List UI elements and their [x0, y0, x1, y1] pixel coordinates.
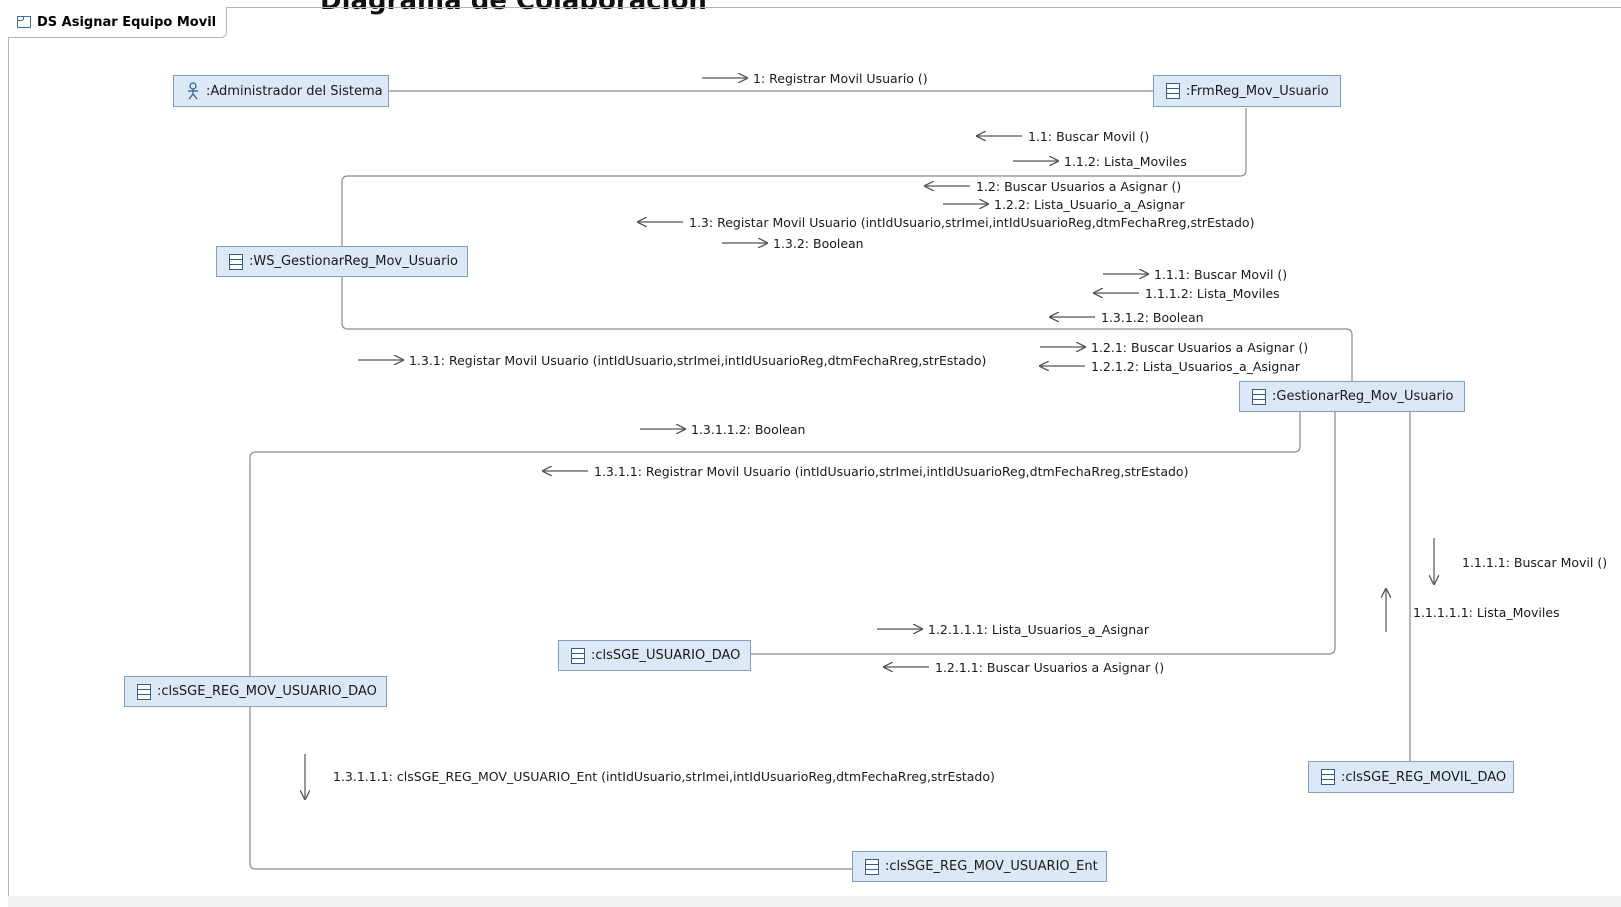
message-label-1-3-1-2[interactable]: 1.3.1.2: Boolean — [1101, 310, 1204, 325]
lifeline-label: :clsSGE_REG_MOV_USUARIO_Ent — [885, 859, 1098, 874]
link-regdao-ent — [249, 706, 852, 870]
lifeline-clssge-reg-mov-usuario-ent[interactable]: :clsSGE_REG_MOV_USUARIO_Ent — [852, 851, 1107, 882]
message-label-1-1-1-1[interactable]: 1.1.1.1: Buscar Movil () — [1462, 555, 1608, 570]
class-icon — [865, 858, 879, 875]
diagram-heading-fragment: Diagrama de Colaboración — [320, 0, 707, 16]
message-label-1-1-2[interactable]: 1.1.2: Lista_Moviles — [1064, 154, 1187, 169]
lifeline-label: :FrmReg_Mov_Usuario — [1186, 83, 1329, 99]
message-label-1-2-1[interactable]: 1.2.1: Buscar Usuarios a Asignar () — [1091, 340, 1309, 355]
lifeline-gestionarreg-mov-usuario[interactable]: :GestionarReg_Mov_Usuario — [1239, 381, 1465, 412]
message-label-1-3-1-1-2[interactable]: 1.3.1.1.2: Boolean — [691, 422, 806, 437]
message-label-1-2-2[interactable]: 1.2.2: Lista_Usuario_a_Asignar — [994, 197, 1185, 212]
class-icon — [229, 253, 243, 270]
message-label-1-3-1-1[interactable]: 1.3.1.1: Registrar Movil Usuario (intIdU… — [594, 464, 1189, 479]
message-label-1-1[interactable]: 1.1: Buscar Movil () — [1028, 129, 1150, 144]
class-icon — [1321, 769, 1335, 785]
diagram-frame — [8, 7, 1621, 907]
lifeline-label: :WS_GestionarReg_Mov_Usuario — [249, 254, 459, 269]
link-ws-gest — [341, 276, 1353, 381]
message-label-1-1-1[interactable]: 1.1.1: Buscar Movil () — [1154, 267, 1288, 282]
class-icon — [571, 647, 585, 664]
class-icon — [1166, 83, 1180, 99]
message-label-1-3-1[interactable]: 1.3.1: Registar Movil Usuario (intIdUsua… — [409, 353, 987, 368]
class-icon — [137, 683, 151, 700]
diagram-frame-tab[interactable]: DS Asignar Equipo Movil — [8, 7, 228, 38]
message-label-1-3-2[interactable]: 1.3.2: Boolean — [773, 236, 864, 251]
lifeline-label: :GestionarReg_Mov_Usuario — [1272, 389, 1454, 404]
lifeline-administrador-del-sistema[interactable]: :Administrador del Sistema — [173, 75, 389, 107]
diagram-icon — [17, 16, 31, 28]
lifeline-label: :clsSGE_USUARIO_DAO — [591, 648, 741, 663]
lifeline-frmreg-mov-usuario[interactable]: :FrmReg_Mov_Usuario — [1153, 75, 1341, 107]
lifeline-ws-gestionarreg-mov-usuario[interactable]: :WS_GestionarReg_Mov_Usuario — [216, 246, 468, 277]
message-label-1-2[interactable]: 1.2: Buscar Usuarios a Asignar () — [976, 179, 1182, 194]
lifeline-clssge-reg-mov-usuario-dao[interactable]: :clsSGE_REG_MOV_USUARIO_DAO — [124, 676, 387, 707]
message-label-1[interactable]: 1: Registrar Movil Usuario () — [753, 71, 928, 86]
lifeline-label: :clsSGE_REG_MOV_USUARIO_DAO — [157, 684, 377, 699]
link-frm-ws — [341, 108, 1247, 246]
message-label-1-2-1-1[interactable]: 1.2.1.1: Buscar Usuarios a Asignar () — [935, 660, 1165, 675]
actor-icon — [188, 82, 198, 100]
lifeline-clssge-reg-movil-dao[interactable]: :clsSGE_REG_MOVIL_DAO — [1308, 761, 1514, 793]
message-label-1-1-1-1-1[interactable]: 1.1.1.1.1: Lista_Moviles — [1413, 605, 1560, 620]
link-gest-usuariodao — [751, 412, 1336, 655]
lifeline-clssge-usuario-dao[interactable]: :clsSGE_USUARIO_DAO — [558, 640, 751, 671]
lifeline-label: :clsSGE_REG_MOVIL_DAO — [1341, 769, 1507, 785]
class-icon — [1252, 388, 1266, 405]
bottom-scroll-strip — [8, 896, 1621, 907]
message-label-1-3-1-1-1[interactable]: 1.3.1.1.1: clsSGE_REG_MOV_USUARIO_Ent (i… — [333, 769, 995, 784]
lifeline-label: :Administrador del Sistema — [206, 83, 383, 99]
message-label-1-2-1-1-1[interactable]: 1.2.1.1.1: Lista_Usuarios_a_Asignar — [928, 622, 1149, 637]
diagram-frame-title: DS Asignar Equipo Movil — [37, 14, 217, 30]
message-label-1-2-1-2[interactable]: 1.2.1.2: Lista_Usuarios_a_Asignar — [1091, 359, 1301, 374]
link-gest-regdao — [249, 412, 1301, 676]
message-label-1-1-1-2[interactable]: 1.1.1.2: Lista_Moviles — [1145, 286, 1280, 301]
message-label-1-3[interactable]: 1.3: Registar Movil Usuario (intIdUsuari… — [689, 215, 1255, 230]
